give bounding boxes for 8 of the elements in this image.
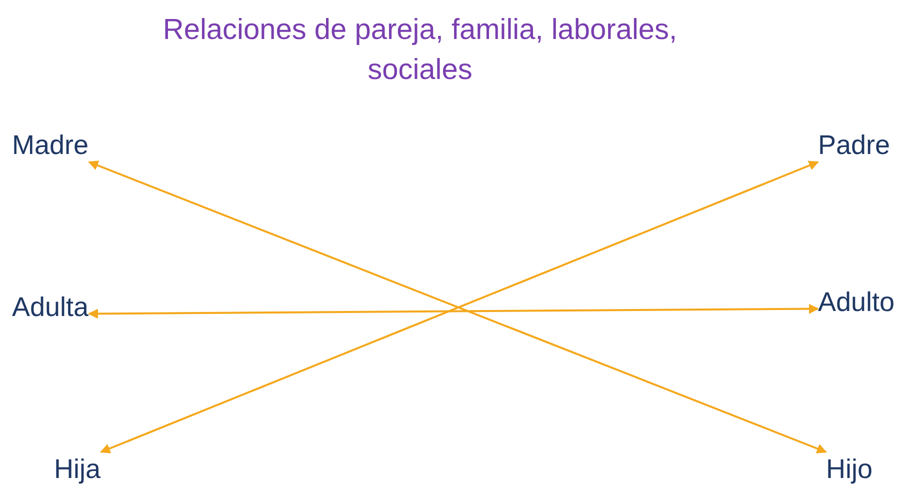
node-label: Adulta xyxy=(12,290,89,324)
title: Relaciones de pareja, familia, laborales, sociales xyxy=(162,13,678,88)
node-label: Padre xyxy=(818,128,890,162)
node-label: Adulto xyxy=(818,285,895,319)
node-label: Madre xyxy=(12,128,89,162)
node-label: Hijo xyxy=(826,452,873,486)
arrow xyxy=(88,304,819,319)
node-label: Hija xyxy=(54,452,101,486)
